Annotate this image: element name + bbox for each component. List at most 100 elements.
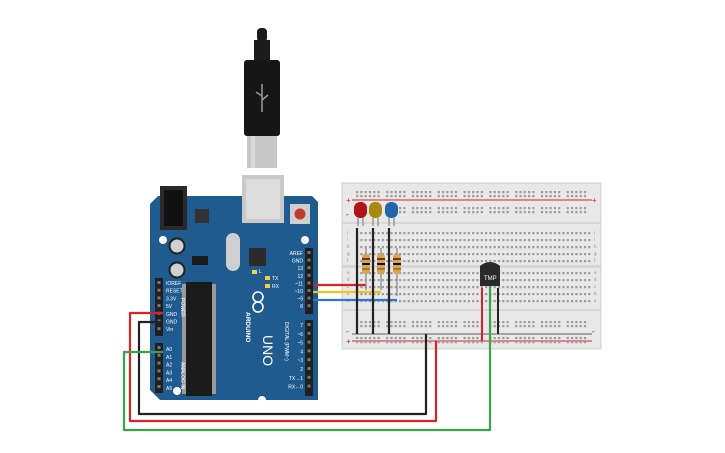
header-pin[interactable]	[307, 289, 311, 292]
tmp-label: TMP	[484, 276, 497, 282]
header-pin[interactable]	[157, 377, 161, 381]
power-pin-label-6: Vin	[166, 327, 173, 333]
row-letter-h: h	[594, 244, 597, 249]
led-label-rx: RX	[272, 284, 280, 290]
row-letter-j: j	[593, 230, 595, 235]
row-letter-a: a	[594, 298, 597, 303]
digital-bottom-pin-label-2: ~5	[297, 341, 303, 347]
header-pins[interactable]	[157, 251, 311, 388]
status-leds	[252, 270, 270, 288]
digital-bottom-pin-label-7: RX←0	[288, 385, 303, 391]
usb-icon	[255, 84, 269, 112]
power-pin-label-3: 5V	[166, 304, 173, 310]
tmp-sensor[interactable]: TMP	[480, 262, 500, 286]
row-letter-e: e	[347, 270, 350, 275]
digital-top-pin-label-6: ~9	[297, 297, 303, 303]
analog-pin-label-0: A0	[166, 347, 172, 353]
resistor-1	[362, 248, 370, 290]
arduino-brand: ARDUINO	[244, 312, 251, 342]
usb-cable[interactable]	[244, 28, 280, 168]
digital-bottom-pin-label-5: 2	[300, 367, 303, 373]
wire-black-gnd	[137, 320, 428, 416]
analog-pin-label-2: A2	[166, 363, 172, 369]
digital-top-pin-label-3: 12	[297, 274, 303, 280]
rail-plus-top: +	[346, 196, 351, 205]
header-pin[interactable]	[307, 304, 311, 308]
header-pin[interactable]	[307, 273, 311, 277]
header-pin[interactable]	[307, 384, 311, 388]
blue-led	[385, 202, 398, 226]
red-led	[354, 202, 367, 226]
rail-minus-bottom-right: -	[592, 327, 595, 336]
header-pin[interactable]	[307, 340, 311, 344]
wires[interactable]	[122, 228, 499, 432]
header-pin[interactable]	[307, 358, 311, 362]
power-header-label: POWER	[179, 298, 185, 317]
wire-red-5v	[128, 311, 438, 423]
header-pin[interactable]	[157, 288, 161, 292]
rail-minus-top: -	[346, 210, 349, 219]
header-pin[interactable]	[157, 369, 161, 373]
header-pin[interactable]	[307, 266, 311, 270]
digital-top-pin-label-2: 13	[297, 266, 303, 272]
row-letter-c: c	[594, 284, 596, 289]
power-pin-label-4: GND	[166, 312, 178, 318]
header-pin[interactable]	[157, 281, 161, 284]
row-letter-g: g	[594, 251, 597, 256]
header-pin[interactable]	[307, 296, 311, 300]
power-pin-label-2: 3.3V	[166, 296, 177, 302]
resistor-3	[393, 248, 401, 296]
row-letter-b: b	[347, 291, 350, 296]
row-letter-i: i	[594, 237, 595, 242]
leds[interactable]	[354, 202, 398, 226]
header-pin[interactable]	[157, 296, 161, 300]
header-pin[interactable]	[157, 385, 161, 388]
digital-top-pin-label-7: 8	[300, 304, 303, 310]
digital-top-pin-label-4: ~11	[295, 281, 303, 287]
header-pin[interactable]	[307, 258, 311, 262]
analog-header-label: ANALOG IN	[179, 362, 185, 390]
header-pin[interactable]	[157, 346, 161, 349]
header-pin[interactable]	[307, 331, 311, 335]
row-letter-h: h	[347, 244, 350, 249]
header-pin[interactable]	[307, 323, 311, 326]
header-pin[interactable]	[307, 367, 311, 370]
row-letter-b: b	[594, 291, 597, 296]
row-letter-g: g	[347, 251, 350, 256]
wire-green-a0	[122, 280, 492, 432]
arduino-logo	[252, 291, 264, 313]
row-letter-f: f	[347, 258, 349, 263]
header-pin[interactable]	[307, 349, 311, 353]
header-pin[interactable]	[307, 375, 311, 379]
digital-bottom-pin-label-0: 7	[300, 323, 303, 329]
digital-bottom-pin-label-3: 4	[300, 349, 303, 355]
row-letter-j: j	[346, 230, 348, 235]
arduino-board[interactable]: L TX RX ARDUINO UNO DIGITAL (PWM~) POWER…	[150, 175, 318, 404]
header-pin[interactable]	[157, 327, 161, 331]
header-pin[interactable]	[157, 361, 161, 365]
row-letter-i: i	[347, 237, 348, 242]
resistors[interactable]	[362, 248, 401, 296]
power-pin-label-1: RESET	[166, 289, 183, 295]
resistor-2	[377, 248, 385, 290]
header-pin[interactable]	[307, 281, 311, 285]
rail-minus-bottom: -	[346, 327, 349, 336]
row-letter-f: f	[594, 258, 596, 263]
row-letter-d: d	[594, 277, 597, 282]
analog-pin-label-1: A1	[166, 355, 172, 361]
header-pin[interactable]	[157, 353, 161, 357]
digital-bottom-pin-label-4: ~3	[297, 358, 303, 364]
row-letter-e: e	[594, 270, 597, 275]
header-pin[interactable]	[307, 251, 311, 254]
analog-pin-label-5: A5	[166, 386, 172, 392]
header-pin[interactable]	[157, 304, 161, 308]
analog-pin-label-3: A3	[166, 370, 172, 376]
digital-top-pin-label-5: ~10	[295, 289, 304, 295]
power-pin-label-0: IOREF	[166, 281, 181, 287]
arduino-model: UNO	[260, 335, 276, 366]
yellow-led	[369, 202, 382, 226]
reset-button[interactable]	[290, 204, 310, 224]
